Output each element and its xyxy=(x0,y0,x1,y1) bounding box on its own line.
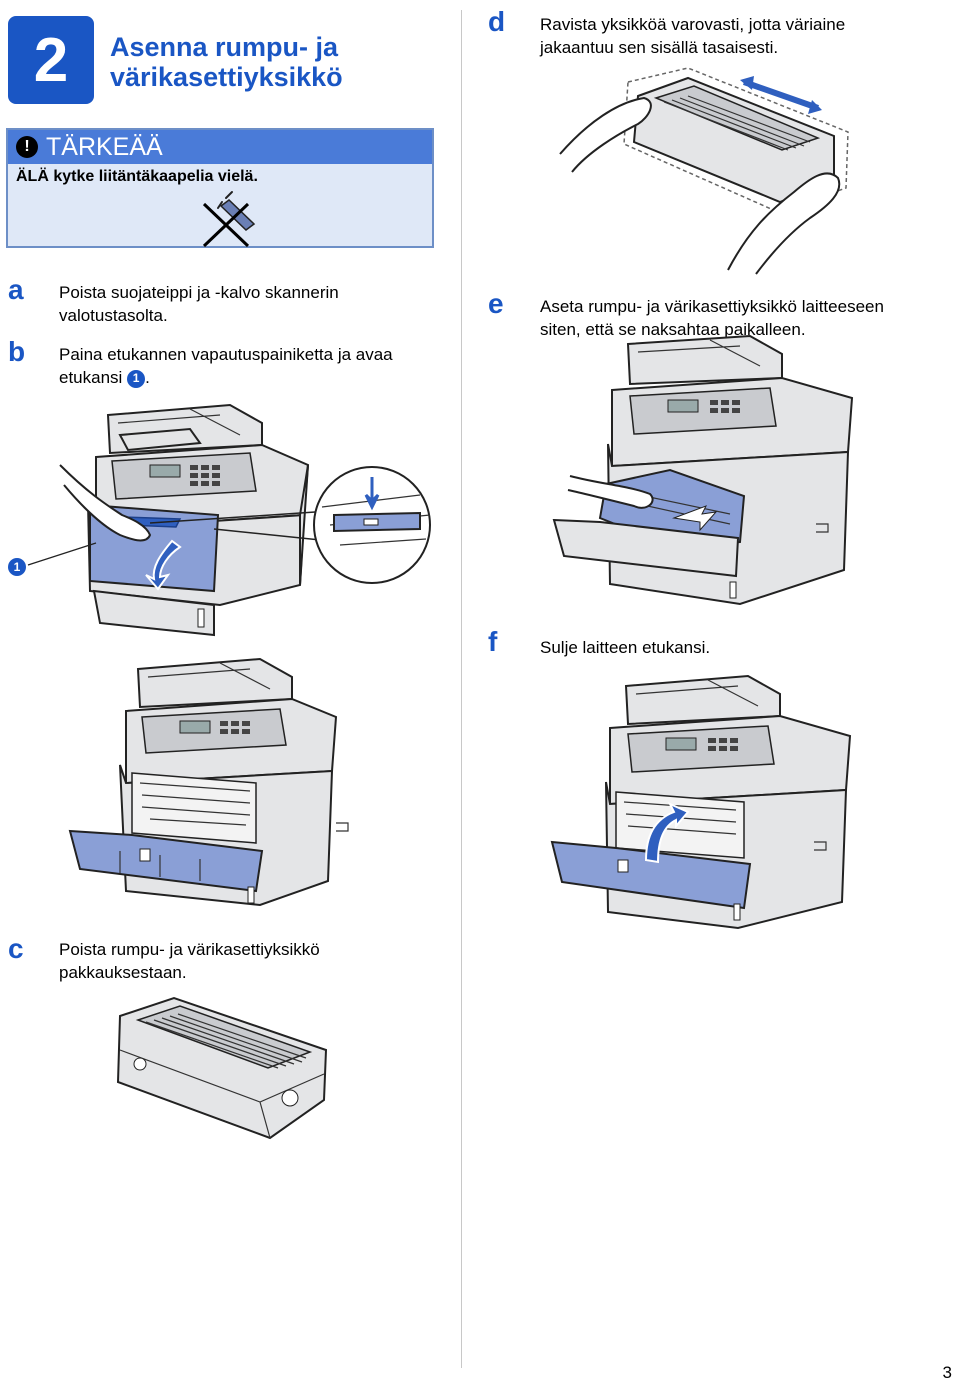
figure-insert-drum xyxy=(552,334,854,606)
figure-close-cover xyxy=(550,674,852,930)
important-notice: ! TÄRKEÄÄ ÄLÄ kytke liitäntäkaapelia vie… xyxy=(6,128,434,248)
step-d-line2: jakaantuu sen sisällä tasaisesti. xyxy=(540,38,779,57)
step-letter-d: d xyxy=(488,6,506,37)
title-line-2: värikasettiyksikkö xyxy=(110,62,343,92)
step-e-line2: siten, että se naksahtaa paikalleen. xyxy=(540,320,806,339)
step-c-line1: Poista rumpu- ja värikasettiyksikkö xyxy=(59,940,320,959)
no-cable-icon xyxy=(202,191,256,248)
important-heading: TÄRKEÄÄ xyxy=(46,132,163,161)
step-c-text: Poista rumpu- ja värikasettiyksikkö pakk… xyxy=(59,938,320,984)
step-e-line1: Aseta rumpu- ja värikasettiyksikkö laitt… xyxy=(540,297,884,316)
step-f-text: Sulje laitteen etukansi. xyxy=(540,636,710,659)
title-line-1: Asenna rumpu- ja xyxy=(110,32,339,62)
section-title: Asenna rumpu- ja värikasettiyksikkö xyxy=(110,32,343,92)
important-text: ÄLÄ kytke liitäntäkaapelia vielä. xyxy=(16,168,258,185)
page-number: 3 xyxy=(942,1363,952,1382)
exclamation-icon: ! xyxy=(16,136,38,158)
step-e-text: Aseta rumpu- ja värikasettiyksikkö laitt… xyxy=(540,295,884,341)
step-letter-e: e xyxy=(488,288,504,319)
important-header: ! TÄRKEÄÄ xyxy=(8,130,432,164)
callout-1-inline: 1 xyxy=(127,369,146,388)
column-divider xyxy=(461,10,462,1368)
figure-drum-unit xyxy=(116,996,328,1140)
step-c-line2: pakkauksestaan. xyxy=(59,963,187,982)
step-b-text: Paina etukannen vapautuspainiketta ja av… xyxy=(59,345,393,388)
step-letter-a: a xyxy=(8,274,24,305)
figure-shake-drum xyxy=(559,67,849,275)
step-a-text: Poista suojateippi ja -kalvo skannerin v… xyxy=(59,281,339,327)
callout-1: 1 xyxy=(8,558,26,576)
step-f-line1: Sulje laitteen etukansi. xyxy=(540,638,711,657)
step-d-line1: Ravista yksikköä varovasti, jotta väriai… xyxy=(540,15,846,34)
step-b-line2: etukansi xyxy=(59,368,123,387)
step-letter-c: c xyxy=(8,933,24,964)
step-letter-f: f xyxy=(488,626,498,657)
step-b-line1: Paina etukannen vapautuspainiketta ja av… xyxy=(59,345,393,364)
step-a-line1: Poista suojateippi ja -kalvo skannerin xyxy=(59,283,339,302)
figure-printer-cover-open xyxy=(68,657,349,907)
step-number-badge: 2 xyxy=(8,16,94,104)
step-d-text: Ravista yksikköä varovasti, jotta väriai… xyxy=(540,13,845,59)
step-letter-b: b xyxy=(8,336,26,367)
figure-open-front-cover xyxy=(27,403,431,637)
step-a-line2: valotustasolta. xyxy=(59,306,168,325)
